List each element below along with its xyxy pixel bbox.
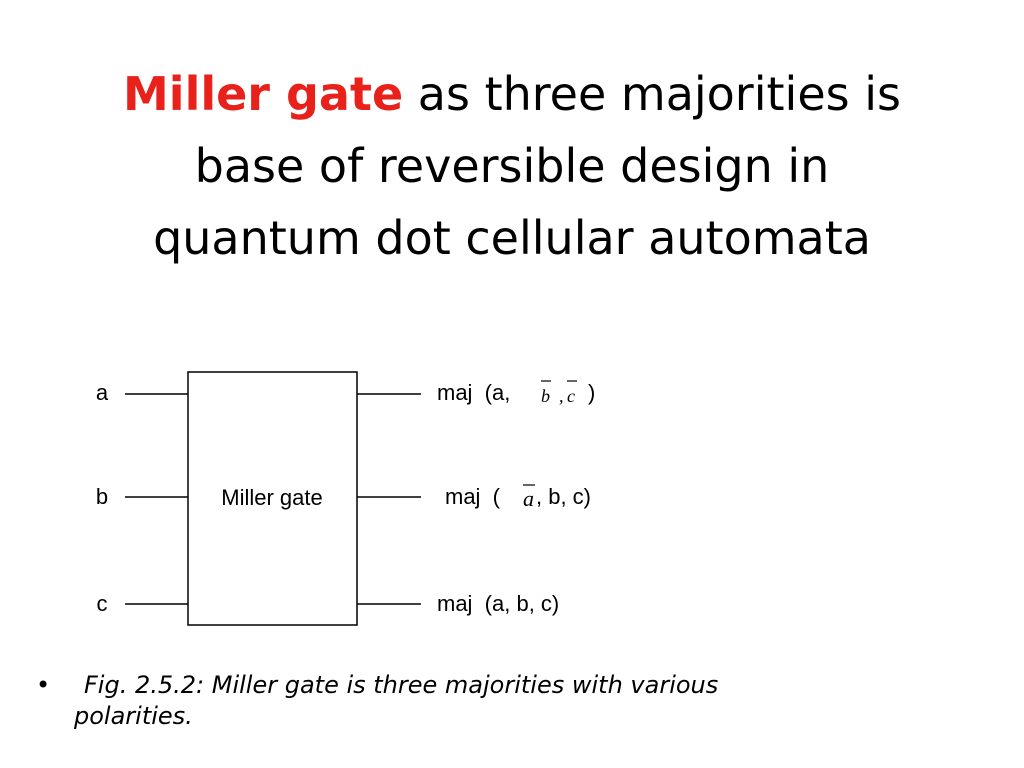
output-2-suffix: , b, c): [536, 484, 591, 509]
output-2-prefix: maj (: [445, 484, 501, 509]
title-line2: base of reversible design in: [194, 139, 830, 193]
output-label-3: maj (a, b, c): [437, 591, 559, 616]
input-label-a: a: [96, 380, 109, 405]
output-2-var1: a: [523, 486, 534, 511]
slide-title: Miller gate as three majorities is base …: [60, 58, 964, 274]
title-line3: quantum dot cellular automata: [153, 211, 871, 265]
output-1-var2: c: [567, 386, 575, 406]
output-1-suffix: ): [588, 380, 595, 405]
figure-caption: • Fig. 2.5.2: Miller gate is three major…: [36, 670, 916, 732]
caption-line-1: Fig. 2.5.2: Miller gate is three majorit…: [84, 671, 719, 699]
output-1-prefix: maj (a,: [437, 380, 510, 405]
output-label-2: maj ( a , b, c): [445, 484, 591, 511]
output-1-var1: b: [541, 386, 550, 406]
title-line1-rest: as three majorities is: [417, 67, 901, 121]
output-label-1: maj (a, b , c ): [437, 380, 595, 406]
input-label-b: b: [96, 484, 108, 509]
gate-box-label: Miller gate: [221, 485, 322, 510]
input-label-c: c: [97, 591, 108, 616]
title-highlight: Miller gate: [123, 67, 404, 121]
gate-box: [187, 371, 358, 626]
bullet-marker: •: [36, 671, 51, 699]
output-1-sep: ,: [559, 386, 564, 406]
caption-line-2: polarities.: [74, 702, 193, 730]
